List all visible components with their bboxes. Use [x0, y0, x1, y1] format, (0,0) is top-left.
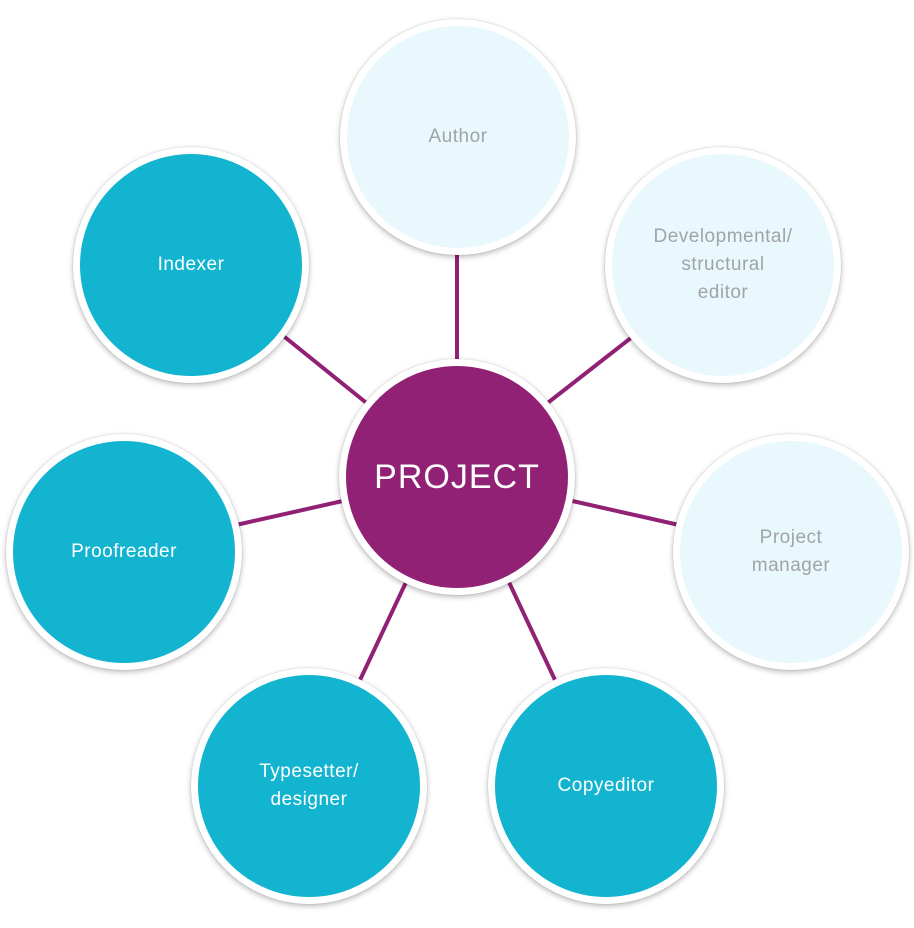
node-proofreader: Proofreader — [6, 434, 242, 670]
node-typesetter-designer: Typesetter/ designer — [191, 668, 427, 904]
node-indexer: Indexer — [73, 147, 309, 383]
connector-developmental-editor — [543, 332, 638, 407]
node-project-manager-label: Project manager — [751, 527, 831, 576]
node-indexer-label: Indexer — [157, 254, 225, 275]
connector-proofreader — [235, 498, 348, 527]
connector-project-manager — [567, 498, 680, 527]
connector-indexer — [279, 332, 371, 407]
node-proofreader-label: Proofreader — [71, 541, 177, 562]
node-typesetter-designer-label: Typesetter/ designer — [259, 761, 359, 810]
node-project-center: PROJECT — [339, 359, 575, 595]
node-author-label: Author — [428, 126, 488, 147]
node-project-manager: Project manager — [673, 434, 909, 670]
node-copyeditor-label: Copyeditor — [557, 775, 655, 796]
node-copyeditor: Copyeditor — [488, 668, 724, 904]
node-project-center-label: PROJECT — [374, 458, 540, 496]
connector-copyeditor — [505, 577, 557, 681]
node-author: Author — [340, 19, 576, 255]
connector-typesetter-designer — [358, 577, 410, 681]
node-developmental-editor: Developmental/ structural editor — [605, 147, 841, 383]
node-developmental-editor-label: Developmental/ structural editor — [653, 226, 793, 303]
